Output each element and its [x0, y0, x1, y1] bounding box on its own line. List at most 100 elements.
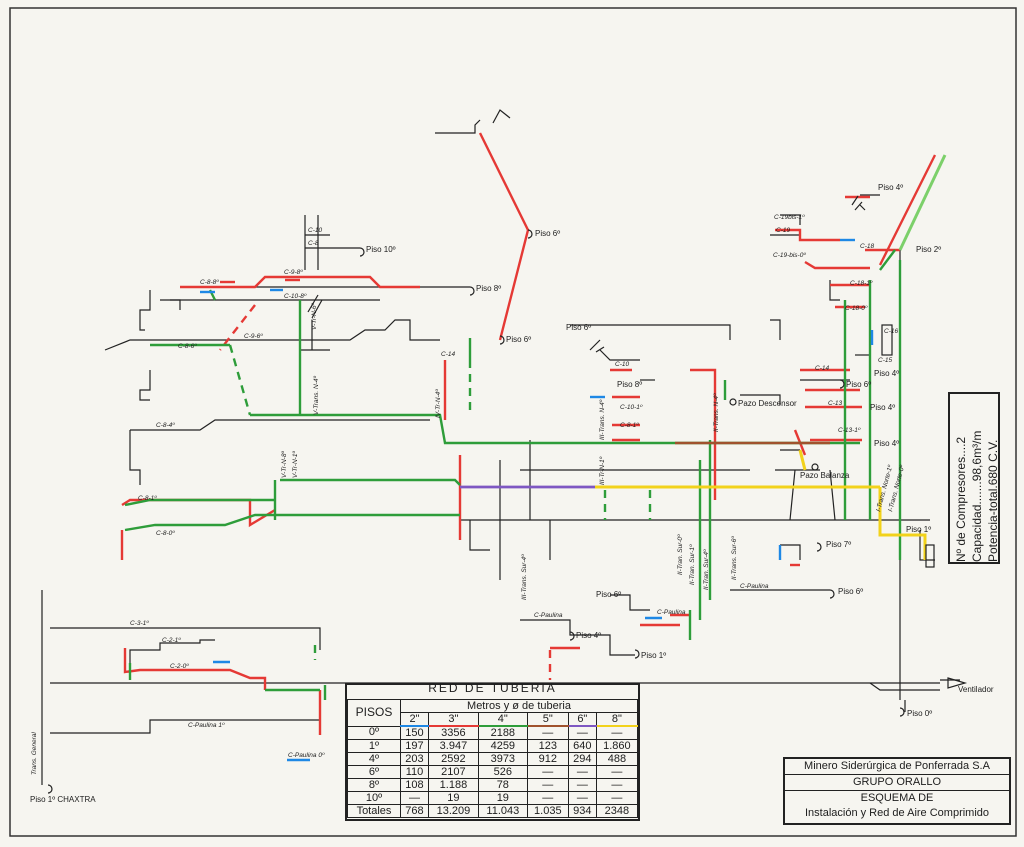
svg-text:II-Tran. Sur-4º: II-Tran. Sur-4º [703, 549, 710, 590]
row-piso: 10º [347, 791, 401, 805]
svg-text:III-Tr-N-1º: III-Tr-N-1º [599, 456, 606, 485]
column-header: 3" [427, 712, 479, 727]
label-piso8-b: Piso 8º [617, 380, 642, 389]
svg-text:C-8-1º: C-8-1º [138, 495, 157, 502]
column-header: 5" [526, 712, 569, 727]
svg-text:C-Paulina: C-Paulina [534, 612, 563, 619]
svg-text:V-Tr-N-1º: V-Tr-N-1º [292, 451, 299, 478]
svg-text:C-2-1º: C-2-1º [162, 637, 181, 644]
table-cell: 912 [526, 752, 569, 766]
table-cell: 3356 [427, 725, 479, 740]
compressor-info-box: Nº de Compresores....2 Capacidad.......9… [948, 392, 1000, 564]
table-title: RED DE TUBERIA [428, 681, 557, 695]
table-cell: — [400, 791, 429, 805]
title-block: Minero Siderúrgica de Ponferrada S.A GRU… [783, 757, 1011, 825]
table-cell: 110 [400, 765, 429, 779]
svg-text:C-9-6º: C-9-6º [244, 333, 263, 340]
compressor-unit-icon [925, 544, 935, 568]
svg-text:C-18: C-18 [860, 243, 874, 250]
table-cell: 1.188 [427, 778, 479, 792]
svg-text:C-13: C-13 [828, 400, 842, 407]
scheme-label: ESQUEMA DE [860, 792, 934, 804]
table-cell: — [526, 778, 569, 792]
table-cell: 3.947 [427, 739, 479, 753]
pipes-8in [595, 449, 927, 560]
svg-text:C-8-1º: C-8-1º [620, 422, 639, 429]
pipe-network-table: RED DE TUBERIA PISOS Metros y ø de tuber… [345, 681, 640, 821]
svg-text:II-Trans. N-4º: II-Trans. N-4º [713, 393, 720, 432]
label-piso8-a: Piso 8º [476, 284, 501, 293]
scheme-title: Instalación y Red de Aire Comprimido [804, 807, 990, 819]
compressor-count: Nº de Compresores....2 [954, 436, 968, 562]
svg-text:IV-Tr-N-4º: IV-Tr-N-4º [435, 389, 442, 418]
label-ventilador: Ventilador [958, 685, 994, 694]
svg-text:C-8-4º: C-8-4º [156, 422, 175, 429]
label-piso1b: Piso 1º [906, 525, 931, 534]
column-header: 8" [595, 712, 639, 727]
svg-text:V-Trans. N-4º: V-Trans. N-4º [313, 376, 320, 415]
column-header: 2" [400, 712, 429, 727]
svg-text:C-Paulina 1º: C-Paulina 1º [188, 722, 225, 729]
table-cell: 3973 [477, 752, 528, 766]
level-markers [47, 229, 905, 794]
svg-text:C-19bis-1º: C-19bis-1º [774, 214, 805, 221]
totals-cell: 934 [567, 804, 597, 818]
table-cell: 640 [567, 739, 597, 753]
label-piso7: Piso 7º [826, 540, 851, 549]
pipes-4in-light [898, 154, 947, 251]
label-piso4-a: Piso 4º [878, 183, 903, 192]
table-cell: — [595, 765, 639, 779]
svg-text:V-Tr-N-6º: V-Tr-N-6º [311, 303, 318, 330]
pipes-3in [120, 132, 937, 735]
column-header: 6" [567, 712, 597, 727]
table-cell: 2188 [477, 725, 528, 740]
svg-text:C-10: C-10 [308, 227, 322, 234]
svg-text:C-8-6º: C-8-6º [178, 343, 197, 350]
svg-text:C-19: C-19 [776, 227, 790, 234]
table-cell: 197 [400, 739, 429, 753]
label-piso6-f: Piso 6º [596, 590, 621, 599]
totals-label: Totales [347, 804, 401, 818]
group-name: GRUPO ORALLO [785, 775, 1009, 791]
totals-cell: 1.035 [526, 804, 569, 818]
svg-text:V-Tr-N-8º: V-Tr-N-8º [281, 451, 288, 478]
svg-text:II-Trans. Sur-6º: II-Trans. Sur-6º [731, 536, 738, 580]
compressor-info-text: Nº de Compresores....2 Capacidad.......9… [950, 394, 1002, 566]
header-pisos: PISOS [347, 699, 401, 727]
table-cell: 2592 [427, 752, 479, 766]
label-pazo-descensor: Pazo Descensor [738, 399, 797, 408]
row-piso: 1º [347, 739, 401, 753]
column-header-row: 2"3"4"5"6"8" [348, 712, 639, 727]
table-cell: 203 [400, 752, 429, 766]
label-piso1-chaxtra: Piso 1º CHAXTRA [30, 795, 96, 804]
table-cell: 4259 [477, 739, 528, 753]
label-piso0: Piso 0º [907, 709, 932, 718]
table-cell: 108 [400, 778, 429, 792]
svg-text:C-16: C-16 [884, 328, 898, 335]
table-cell: — [567, 765, 597, 779]
svg-text:III-Trans. Sur-4º: III-Trans. Sur-4º [521, 554, 528, 600]
table-cell: 294 [567, 752, 597, 766]
ventilador-icon [947, 677, 968, 689]
totals-cell: 768 [400, 804, 429, 818]
gallery-labels: C-10 C-8 C-9-8º C-8-8º C-10-8º C-9-6º C-… [130, 214, 898, 759]
table-cell: — [595, 778, 639, 792]
pazo-balanza-marker [811, 463, 819, 471]
compressor-capacity: Capacidad.......98,6m³/m [970, 430, 984, 562]
svg-text:Trans. General: Trans. General [31, 732, 38, 775]
table-cell: — [526, 725, 569, 740]
svg-text:C-2-0º: C-2-0º [170, 663, 189, 670]
table-cell: — [526, 765, 569, 779]
svg-text:C-18-0º: C-18-0º [845, 305, 868, 312]
table-cell: — [595, 725, 639, 740]
svg-text:III-Trans. N-4º: III-Trans. N-4º [599, 399, 606, 440]
compressor-power: Potencia-total.680 C.V. [986, 439, 1000, 562]
svg-text:C-Paulina: C-Paulina [740, 583, 769, 590]
label-piso6-a: Piso 6º [535, 229, 560, 238]
